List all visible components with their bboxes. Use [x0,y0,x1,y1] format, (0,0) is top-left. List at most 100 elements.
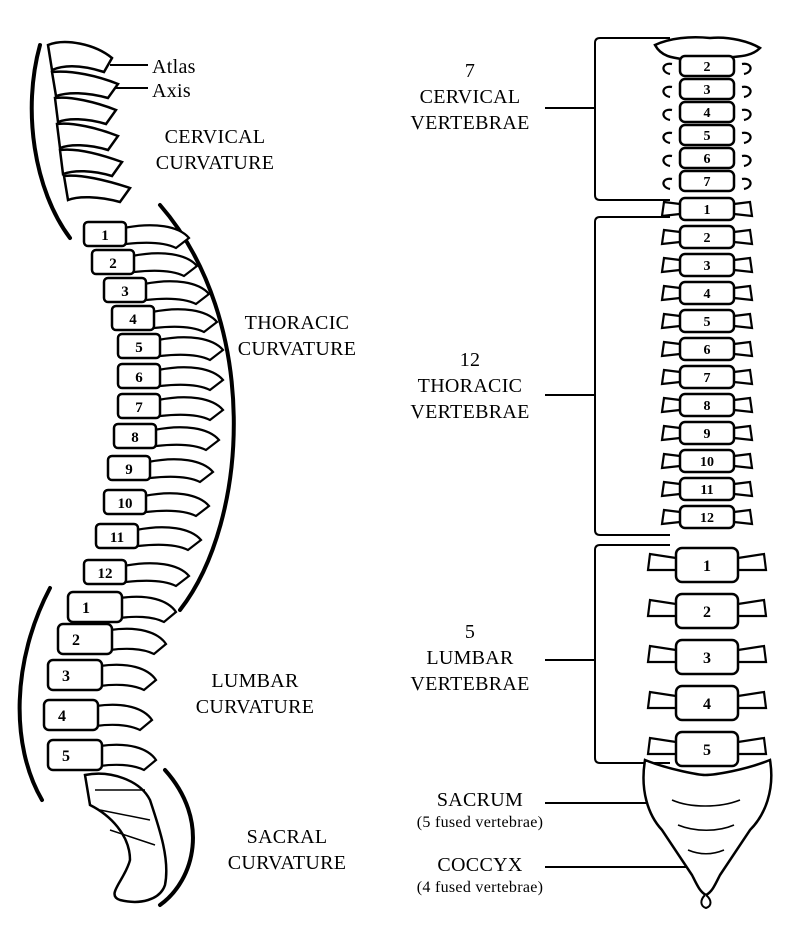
vertebra-number: 7 [704,175,711,190]
right-lumbar-vertebra: 2 [646,592,768,630]
vertebral-body [678,448,736,474]
vertebral-body [678,280,736,306]
vertebral-body [66,590,124,624]
spinous-process [130,252,199,278]
spinous-process [94,703,154,732]
right-cervical-vertebra: 2 [662,54,752,78]
label-line: CURVATURE [227,852,347,874]
right-thoracic-vertebra: 2 [660,224,754,250]
right-cervical-vertebra: 5 [662,123,752,147]
right-thoracic-vertebra: 12 [660,504,754,530]
sacrum-label: SACRUM (5 fused vertebrae) [390,787,570,833]
left-cervical-vertebrae [46,40,133,204]
vertebra-number: 5 [703,742,711,759]
vertebra-number: 7 [704,371,711,386]
thoracic-arc [158,203,236,612]
group-brackets [545,37,690,868]
vertebra-number: 2 [703,604,711,621]
vertebra-number: 1 [82,600,90,617]
vertebral-body [678,420,736,446]
vertebral-body [678,364,736,390]
left-lumbar-vertebra: 3 [46,658,158,692]
label-line: 7 [464,60,476,82]
left-thoracic-vertebra: 3 [102,276,211,306]
thoracic-curvature-label: THORACIC CURVATURE [222,310,372,362]
vertebral-body [678,77,736,101]
vertebral-body [102,276,148,304]
vertebral-body [678,169,736,193]
atlas-label: Atlas [152,56,196,78]
vertebra-number: 11 [700,483,713,498]
left-thoracic-vertebra: 1 [82,220,191,250]
vertebra-number: 2 [109,256,117,272]
vertebra-number: 2 [72,632,80,649]
spinous-process [134,526,203,552]
right-lumbar-vertebra: 3 [646,638,768,676]
right-thoracic-vertebra: 10 [660,448,754,474]
vertebra-number: 3 [704,83,711,98]
vertebra-number: 3 [121,284,129,300]
left-thoracic-vertebra: 9 [106,454,215,484]
right-thoracic-vertebra: 1 [660,196,754,222]
vertebra-number: 10 [700,455,714,470]
spinous-process [98,743,158,772]
cervical-arc [29,43,72,240]
vertebral-body [678,224,736,250]
thoracic-vertebrae-label: 12 THORACIC VERTEBRAE [390,347,550,425]
label-line: CERVICAL [164,126,266,148]
left-lumbar-vertebra: 2 [56,622,168,656]
transverse-process [646,644,768,664]
spinous-process [118,595,178,624]
left-thoracic-vertebra: 12 [82,558,191,588]
vertebral-body [678,123,736,147]
vertebra-number: 3 [704,259,711,274]
label-line: THORACIC [417,375,523,397]
vertebra-number: 11 [110,530,124,546]
label-line: LUMBAR [211,670,299,692]
vertebra-number: 4 [58,708,66,725]
spinous-process [156,336,225,362]
right-thoracic-vertebra: 11 [660,476,754,502]
sacral-arc [158,768,195,907]
vertebral-body [674,684,740,722]
vertebral-body [82,220,128,248]
axis-label: Axis [152,80,191,102]
vertebral-body [678,146,736,170]
vertebra-number: 8 [131,430,139,446]
label-line: COCCYX [437,854,523,876]
right-thoracic-vertebra: 8 [660,392,754,418]
vertebral-body [116,392,162,420]
right-lumbar-vertebra: 5 [646,730,768,768]
left-thoracic-vertebra: 10 [102,488,211,518]
right-thoracic-vertebra: 4 [660,280,754,306]
transverse-process [646,690,768,710]
vertebra-number: 2 [704,231,711,246]
vertebral-body [112,422,158,450]
left-thoracic-vertebra: 5 [116,332,225,362]
label-line: VERTEBRAE [410,401,530,423]
label-line: SACRAL [246,826,328,848]
spinous-process [142,280,211,306]
vertebral-body [678,392,736,418]
transverse-process [662,177,752,191]
vertebral-body [678,308,736,334]
transverse-process [662,62,752,76]
vertebra-number: 6 [704,343,711,358]
lumbar-vertebrae-label: 5 LUMBAR VERTEBRAE [390,619,550,697]
vertebral-body [106,454,152,482]
vertebral-body [678,100,736,124]
right-thoracic-vertebra: 5 [660,308,754,334]
left-lumbar-vertebra: 4 [42,698,154,732]
spinous-process [98,663,158,692]
vertebral-body [674,730,740,768]
vertebral-body [102,488,148,516]
vertebra-number: 5 [135,340,143,356]
left-lumbar-vertebra: 1 [66,590,178,624]
vertebral-body [82,558,128,586]
spinous-process [108,627,168,656]
vertebral-body [116,332,162,360]
